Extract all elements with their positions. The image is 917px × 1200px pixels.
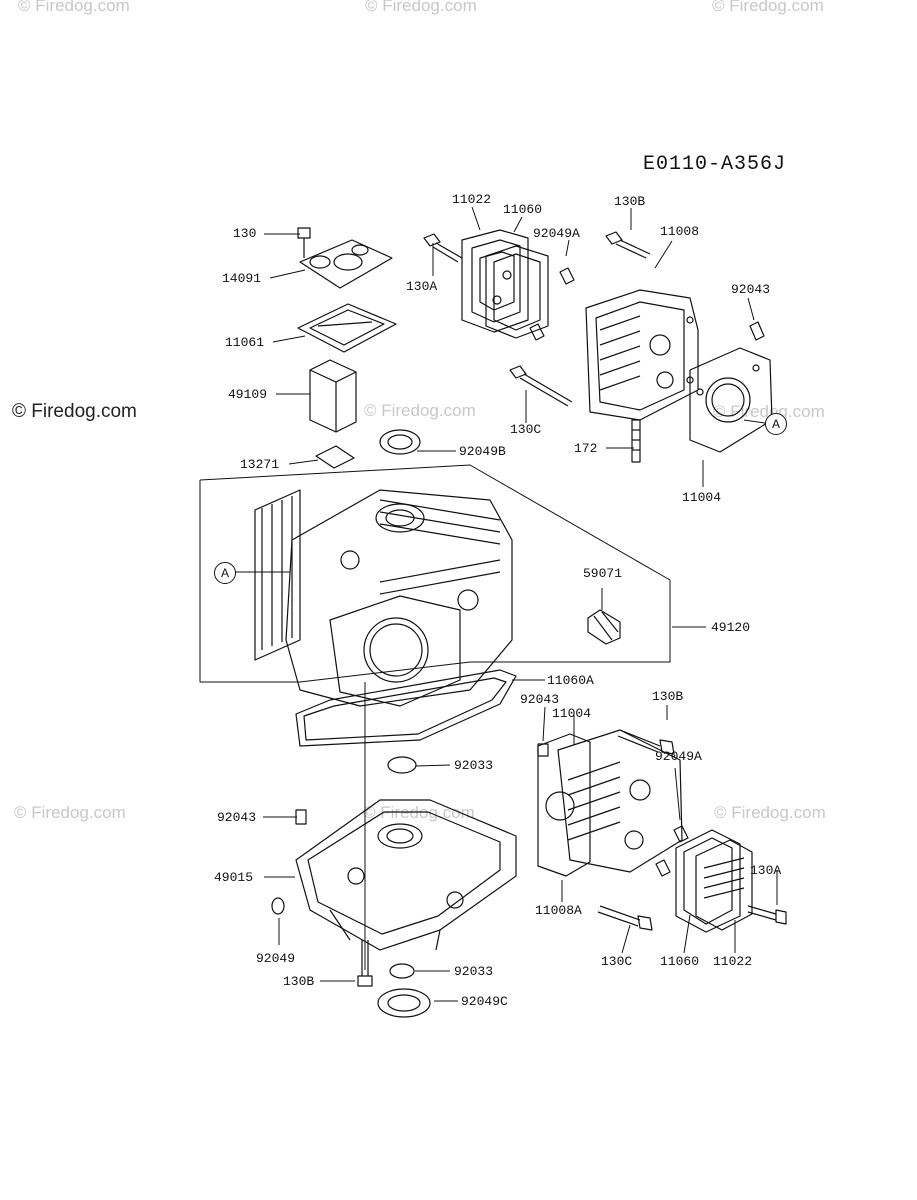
bracket-13271 [315,445,355,469]
block-group-outline [199,464,671,970]
part-label-11061: 11061 [225,335,265,350]
oil-seal-92049 [271,897,285,915]
part-label-130C: 130C [601,954,633,969]
sleeve-92043-top [749,321,765,341]
watermark: © Firedog.com [18,0,130,15]
watermark: © Firedog.com [714,803,826,822]
diagram-code: E0110-A356J [643,153,787,176]
gasket-11060-top [485,245,549,339]
part-label-92049C: 92049C [461,994,508,1009]
sleeve-92049A-mid [655,825,689,877]
head-gasket-11004-mid [537,733,591,877]
watermark: © Firedog.com [12,401,137,422]
cover-plate-14091 [299,239,393,289]
part-label-130A: 130A [750,863,782,878]
bolt-130C-bottom [597,905,653,931]
part-label-92033: 92033 [454,758,494,773]
watermark: © Firedog.com [364,401,476,420]
part-label-49015: 49015 [214,870,254,885]
rocker-cover-11022-bottom [695,839,753,931]
part-label-92043: 92043 [217,810,257,825]
watermark: © Firedog.com [712,0,824,15]
part-label-130A: 130A [406,279,438,294]
part-label-59071: 59071 [583,566,623,581]
o-ring-92033-b [389,963,415,979]
leader-lines [263,206,778,1002]
bolt-130B-top [605,231,651,259]
part-label-92043: 92043 [731,282,771,297]
bolt-130B-mid [617,729,675,755]
filter-49109 [309,359,357,433]
part-label-130: 130 [233,226,257,241]
oil-pan-49015 [295,799,517,951]
part-label-11022: 11022 [452,192,492,207]
part-label-49109: 49109 [228,387,268,402]
part-label-172: 172 [574,441,598,456]
part-label-11060: 11060 [660,954,700,969]
part-label-11008: 11008 [660,224,700,239]
part-label-92033: 92033 [454,964,494,979]
part-label-92049A: 92049A [655,749,702,764]
part-label-11004: 11004 [552,706,592,721]
bolt-130B-bottom [357,940,373,987]
callout-a-left: A [214,562,236,584]
part-label-92043: 92043 [520,692,560,707]
o-ring-92033-a [387,756,417,774]
gasket-11061 [297,303,397,353]
part-label-11004: 11004 [682,490,722,505]
bolt-130C-top [509,365,573,407]
bolt-130A-right [747,905,787,925]
part-label-92049: 92049 [256,951,296,966]
part-label-11060: 11060 [503,202,543,217]
oil-seal-92049C [377,988,431,1018]
part-label-92049A: 92049A [533,226,580,241]
sleeve-92043-mid [537,743,549,757]
bolt-130 [297,227,311,258]
sleeve-92049A-top [529,267,575,341]
part-label-13271: 13271 [240,457,280,472]
gasket-11060-bottom [675,829,741,933]
part-label-92049B: 92049B [459,444,506,459]
part-label-130B: 130B [283,974,315,989]
sleeve-92043-left [295,809,307,825]
callout-a-right: A [765,413,787,435]
bolt-130A-top [423,233,463,263]
part-label-130B: 130B [652,689,684,704]
oil-seal-92049B [379,429,421,455]
gasket-11060A [295,669,517,747]
part-label-11022: 11022 [713,954,753,969]
part-label-49120: 49120 [711,620,751,635]
watermark: © Firedog.com [713,402,825,421]
part-label-130C: 130C [510,422,542,437]
watermark: © Firedog.com [365,0,477,15]
part-label-11060A: 11060A [547,673,594,688]
rocker-cover-11022 [461,229,529,333]
part-label-11008A: 11008A [535,903,582,918]
part-label-130B: 130B [614,194,646,209]
stud-172 [631,419,641,463]
watermark: © Firedog.com [14,803,126,822]
cylinder-head-11008 [585,289,699,421]
breather-59071 [587,609,621,645]
head-gasket-11004-top [689,347,773,453]
crankcase-49120 [254,489,513,707]
part-label-14091: 14091 [222,271,262,286]
